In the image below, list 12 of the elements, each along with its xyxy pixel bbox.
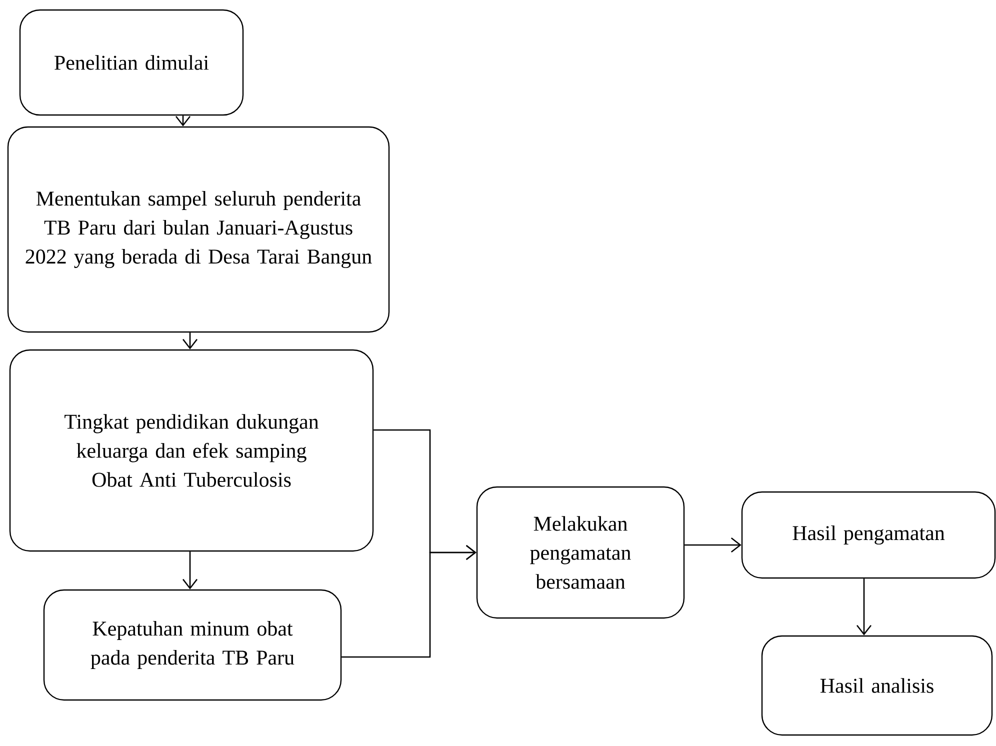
process-box: Kepatuhan minum obat pada penderita TB Paru [43, 589, 342, 701]
process-box: Menentukan sampel seluruh penderita TB Paru dari bulan Januari-Agustus 2022 yang berada di Desa Tarai Bangun [7, 126, 390, 333]
process-box: Penelitian dimulai [19, 9, 244, 116]
arrow [182, 552, 198, 590]
process-box: Melakukan pengamatan bersamaan [476, 486, 685, 619]
arrow [182, 332, 198, 350]
process-box: Hasil pengamatan [741, 491, 996, 579]
process-box: Hasil analisis [761, 635, 993, 736]
process-box: Tingkat pendidikan dukungan keluarga dan efek samping Obat Anti Tuberculosis [9, 349, 374, 552]
arrow [684, 537, 742, 552]
arrow [856, 578, 872, 636]
arrow [342, 544, 476, 658]
